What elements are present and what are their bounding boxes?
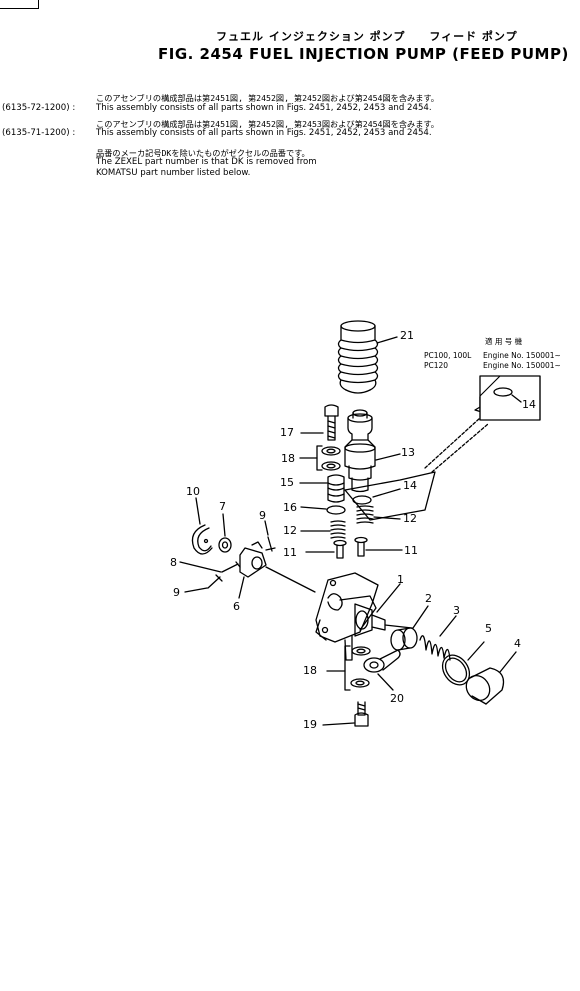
callout-18-lower: 18	[303, 664, 317, 677]
callout-16: 16	[283, 501, 297, 514]
part-16-o-ring	[326, 505, 346, 515]
callout-3: 3	[453, 604, 460, 617]
callout-13: 13	[401, 446, 415, 459]
callout-1: 1	[397, 573, 404, 586]
applicability-model-2: PC120	[424, 361, 449, 370]
part-19-banjo-bolt	[354, 701, 369, 727]
part-18-washers-lower	[350, 646, 371, 688]
callout-20: 20	[390, 692, 404, 705]
callout-11-left: 11	[283, 546, 297, 559]
applicability-engine-2: Engine No. 150001~	[483, 361, 561, 370]
callout-8: 8	[170, 556, 177, 569]
note-en-4: KOMATSU part number listed below.	[96, 168, 251, 178]
part-12-spring-left	[330, 520, 346, 539]
part-15-plug	[327, 474, 345, 503]
part-11-screw-left	[333, 539, 347, 559]
callout-6: 6	[233, 600, 240, 613]
part-21-rubber-boot	[337, 320, 379, 394]
part-6-lever	[239, 541, 267, 578]
callout-11-right: 11	[404, 544, 418, 557]
callout-14-inset: 14	[522, 398, 536, 411]
callout-12-left: 12	[283, 524, 297, 537]
callout-5: 5	[485, 622, 492, 635]
part-2-sleeve	[390, 627, 418, 651]
callout-9-lower: 9	[173, 586, 180, 599]
callout-19: 19	[303, 718, 317, 731]
callout-14: 14	[403, 479, 417, 492]
figure-title-japanese: フュエル インジェクション ポンプ フィード ポンプ	[216, 30, 518, 43]
note-jp-2: このアセンブリの構成部品は第2451図, 第2452図, 第2453図および第2…	[96, 119, 439, 129]
callout-18-upper: 18	[281, 452, 295, 465]
part-10-snap-ring	[191, 524, 213, 555]
part-8-pin	[221, 561, 241, 573]
note-code-1: (6135-72-1200) :	[2, 103, 76, 113]
callout-4: 4	[514, 637, 521, 650]
part-9-pin-upper	[265, 536, 276, 552]
callout-9-upper: 9	[259, 509, 266, 522]
applicability-engine-1: Engine No. 150001~	[483, 351, 561, 360]
part-11-screw-right	[354, 536, 368, 557]
callout-2: 2	[425, 592, 432, 605]
note-jp-3: 品番のメーカ記号DKを除いたものがゼクセルの品番です。	[96, 148, 310, 158]
callout-17: 17	[280, 426, 294, 439]
note-code-2: (6135-71-1200) :	[2, 128, 76, 138]
part-5-gasket	[441, 654, 471, 686]
part-9-pin-lower	[207, 574, 223, 589]
note-jp-1: このアセンブリの構成部品は第2451図, 第2452図, 第2452図および第2…	[96, 93, 439, 103]
part-4-cap-plug	[465, 667, 505, 705]
applicability-model-1: PC100, 100L	[424, 351, 472, 360]
part-3-spring	[419, 635, 451, 661]
part-1-pump-body	[315, 572, 413, 661]
part-18-washers-upper	[321, 446, 341, 471]
callout-21: 21	[400, 329, 414, 342]
callout-12-right: 12	[403, 512, 417, 525]
part-20-banjo-fitting	[363, 649, 401, 673]
note-en-3: The ZEXEL part number is that DK is remo…	[96, 157, 317, 167]
applicability-heading: 適 用 号 機	[485, 337, 523, 346]
note-en-1: This assembly consists of all parts show…	[96, 103, 432, 113]
part-14-gasket-plate	[344, 471, 436, 521]
part-7-collar	[218, 537, 232, 553]
corner-frame-mark	[0, 0, 39, 9]
figure-title: FIG. 2454 FUEL INJECTION PUMP (FEED PUMP…	[158, 45, 569, 63]
part-13-plunger	[344, 409, 376, 493]
part-17-bolt	[324, 404, 339, 441]
note-en-2: This assembly consists of all parts show…	[96, 128, 432, 138]
callout-15: 15	[280, 476, 294, 489]
callout-7: 7	[219, 500, 226, 513]
callout-10: 10	[186, 485, 200, 498]
